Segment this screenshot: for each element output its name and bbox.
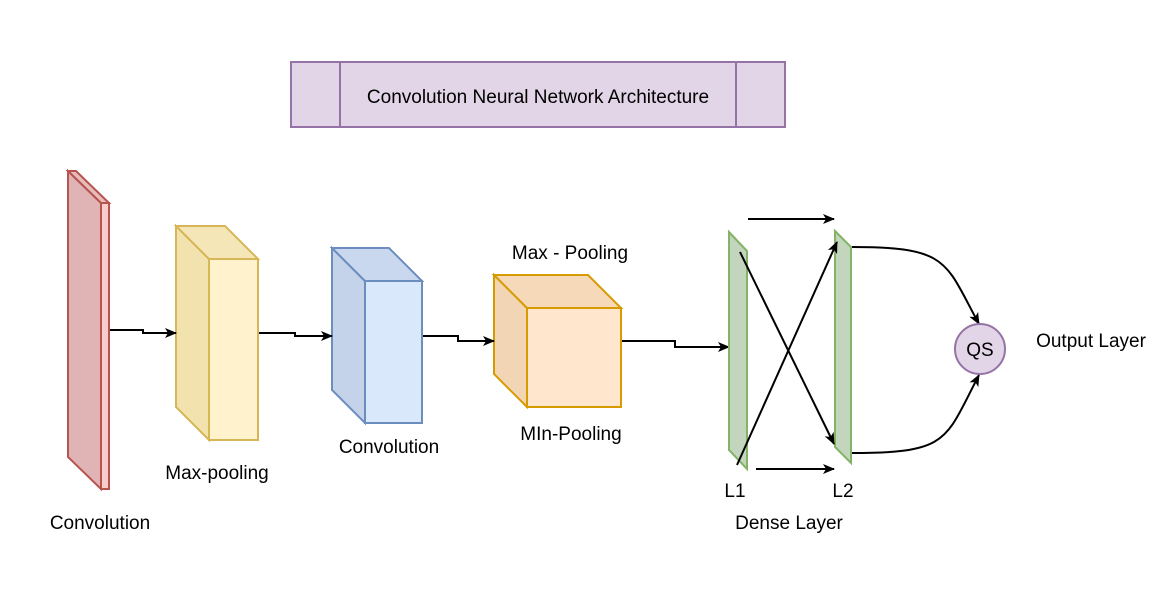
- convolution-layer-2: [329, 245, 425, 426]
- conv1-side-face: [67, 168, 102, 492]
- output-node-label: QS: [966, 340, 993, 361]
- maxpool1-label: Max-pooling: [165, 463, 269, 484]
- output-node-qs: [954, 323, 1006, 375]
- convolution-layer-1: [65, 168, 112, 492]
- max-pooling-layer-1: [173, 223, 261, 443]
- max-pooling-layer-2: [491, 272, 624, 410]
- curve-l2-top-to-output: [851, 246, 980, 325]
- connector-conv2-to-maxpool2: [423, 335, 495, 346]
- dense-layer-label: Dense Layer: [735, 513, 843, 534]
- maxpool2-label: Max - Pooling: [512, 243, 628, 264]
- connector-maxpool1-to-conv2: [259, 331, 333, 341]
- conv2-label: Convolution: [339, 437, 439, 458]
- minpool-label: MIn-Pooling: [520, 424, 621, 445]
- curve-l2-bottom-to-output: [851, 374, 980, 454]
- connector-maxpool2-to-l1: [622, 340, 730, 352]
- output-layer-label: Output Layer: [1036, 331, 1147, 352]
- arrow-cross-up: [736, 241, 838, 466]
- conv2-front-face: [364, 280, 423, 424]
- title-box-frame: [290, 61, 786, 128]
- l1-label: L1: [724, 481, 745, 502]
- arrow-cross-down: [739, 251, 835, 445]
- title-box: Convolution Neural Network Architecture: [290, 61, 786, 128]
- connector-conv1-to-maxpool1: [110, 328, 177, 338]
- maxpool1-side-face: [175, 223, 210, 443]
- conv1-label: Convolution: [50, 513, 150, 534]
- diagram-title: Convolution Neural Network Architecture: [367, 87, 709, 108]
- l2-label: L2: [832, 481, 853, 502]
- dense-layer-l2: [834, 228, 852, 466]
- maxpool2-front-face: [526, 307, 622, 408]
- dense-layer-l1: [728, 229, 748, 472]
- conv1-front-face: [100, 202, 110, 490]
- maxpool1-front-face: [208, 258, 259, 441]
